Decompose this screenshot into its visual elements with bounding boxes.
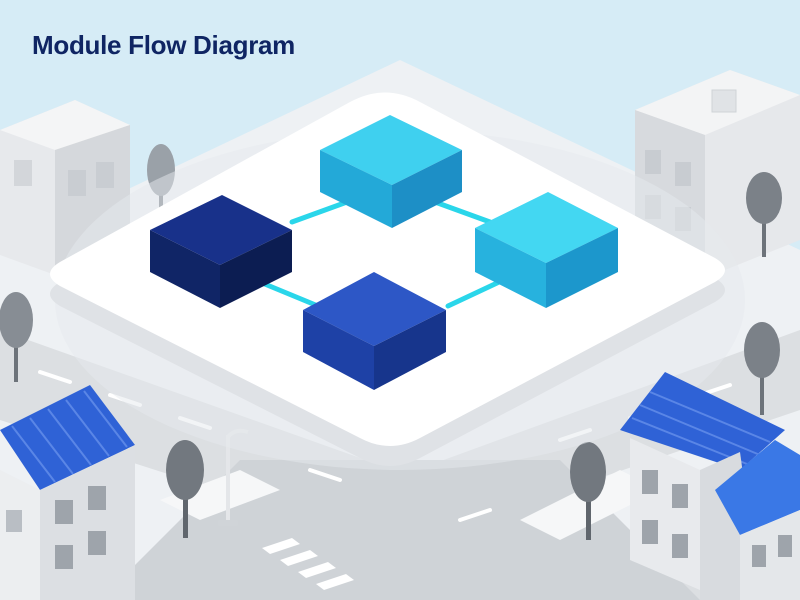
- tree-center: [166, 440, 204, 538]
- module-royal-bottom[interactable]: [303, 272, 446, 390]
- tree-right-2: [744, 322, 780, 415]
- module-cyan-top[interactable]: [320, 115, 462, 228]
- crosswalk: [262, 538, 354, 590]
- house-front-left: [0, 385, 135, 600]
- diagram-title: Module Flow Diagram: [32, 30, 295, 60]
- tree-left: [0, 292, 33, 382]
- tree-right-front: [570, 442, 606, 540]
- module-navy[interactable]: [150, 195, 292, 308]
- sidewalk-left: [160, 470, 280, 520]
- house-front-right: [620, 372, 800, 600]
- tree-right-1: [746, 172, 782, 257]
- module-cyan-right[interactable]: [475, 192, 618, 308]
